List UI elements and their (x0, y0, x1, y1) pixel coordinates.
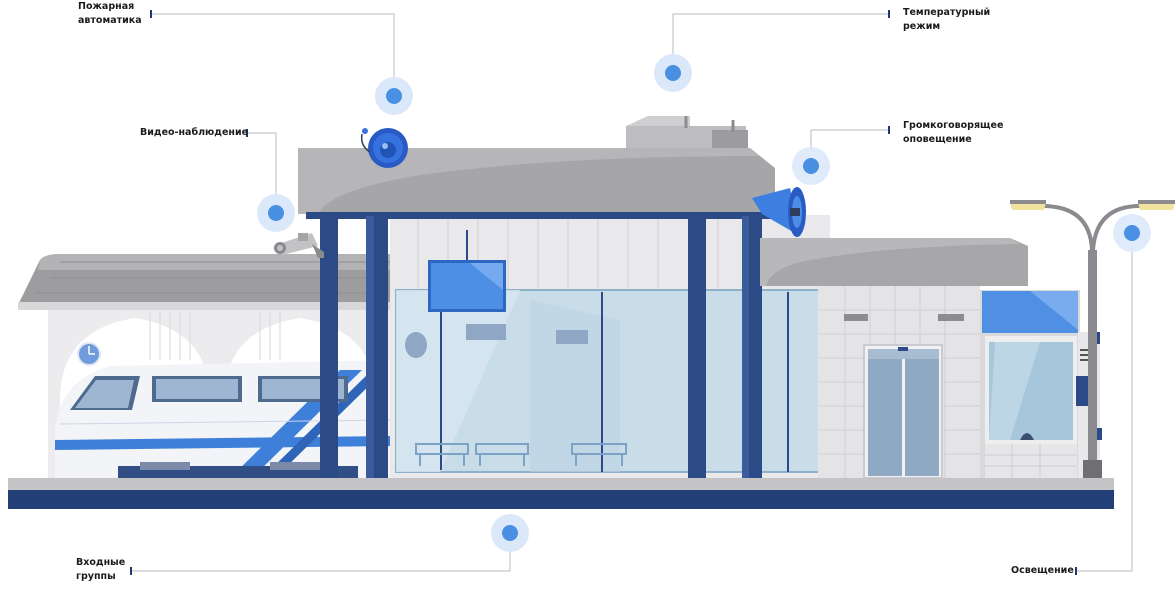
hotspot-entrance[interactable] (491, 514, 529, 552)
terminal-building (298, 116, 830, 478)
label-video-surveillance: Видео-наблюдение (140, 127, 249, 138)
hotspot-speaker[interactable] (792, 147, 830, 185)
train (55, 360, 396, 478)
label-temperature: Температурный режим (903, 7, 991, 32)
platform-base (8, 478, 1114, 509)
label-fire-automation: Пожарная автоматика (78, 1, 142, 26)
cctv-camera-icon (274, 233, 324, 258)
hotspot-temperature[interactable] (654, 54, 692, 92)
label-ticks (130, 10, 1077, 575)
leader-lines (130, 13, 1133, 572)
street-lamp-icon (1010, 200, 1175, 478)
label-public-address: Громкоговорящее оповещение (903, 120, 1004, 145)
fire-detector-icon (360, 128, 408, 168)
loudspeaker-icon (752, 187, 806, 237)
hotspot-fire[interactable] (375, 77, 413, 115)
hotspot-lighting[interactable] (1113, 214, 1151, 252)
hotspot-video[interactable] (257, 194, 295, 232)
label-lighting: Освещение (1011, 565, 1074, 576)
label-entrance-groups: Входные группы (76, 557, 126, 582)
